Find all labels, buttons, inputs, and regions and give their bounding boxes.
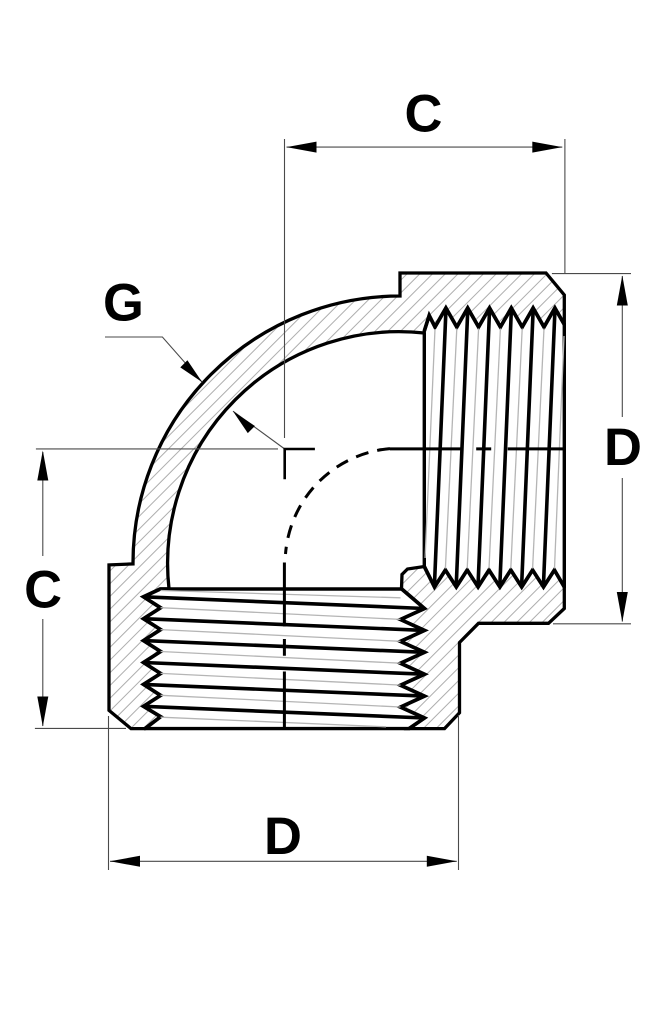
svg-text:C: C <box>24 560 62 619</box>
svg-text:D: D <box>604 418 642 477</box>
svg-text:C: C <box>405 85 443 144</box>
svg-text:G: G <box>103 274 144 333</box>
svg-text:D: D <box>264 807 302 866</box>
